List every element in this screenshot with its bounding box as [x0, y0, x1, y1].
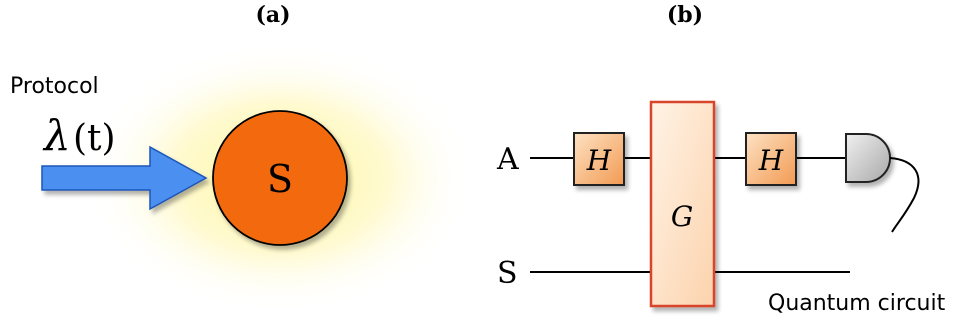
- protocol-label: Protocol: [10, 74, 99, 99]
- protocol-arrow: [41, 145, 208, 211]
- controlled-gate-g-label: G: [671, 200, 693, 233]
- ancilla-wire-label: A: [496, 142, 519, 177]
- system-circle: [212, 110, 348, 246]
- lambda-label: λ (t): [42, 111, 116, 160]
- lambda-argument: (t): [73, 118, 116, 159]
- measurement-detector: [845, 133, 891, 183]
- lambda-symbol: λ: [42, 111, 71, 160]
- hadamard-gate-2-label: H: [758, 144, 784, 177]
- panel-b-label: (b): [667, 2, 703, 28]
- controlled-gate-g: [649, 100, 716, 308]
- hadamard-gate-1-label: H: [586, 144, 612, 177]
- panel-a-label: (a): [255, 2, 290, 28]
- detector-cable: [889, 157, 920, 233]
- hadamard-gate-1: [573, 132, 625, 186]
- panel-a: (a) Protocol λ (t) S: [10, 2, 475, 313]
- system-label: S: [267, 157, 293, 201]
- panel-b: (b) A S H G H Quantum circuit: [496, 2, 946, 316]
- hadamard-gate-2: [745, 132, 797, 186]
- system-wire-label: S: [497, 256, 518, 291]
- quantum-circuit-caption: Quantum circuit: [768, 291, 946, 316]
